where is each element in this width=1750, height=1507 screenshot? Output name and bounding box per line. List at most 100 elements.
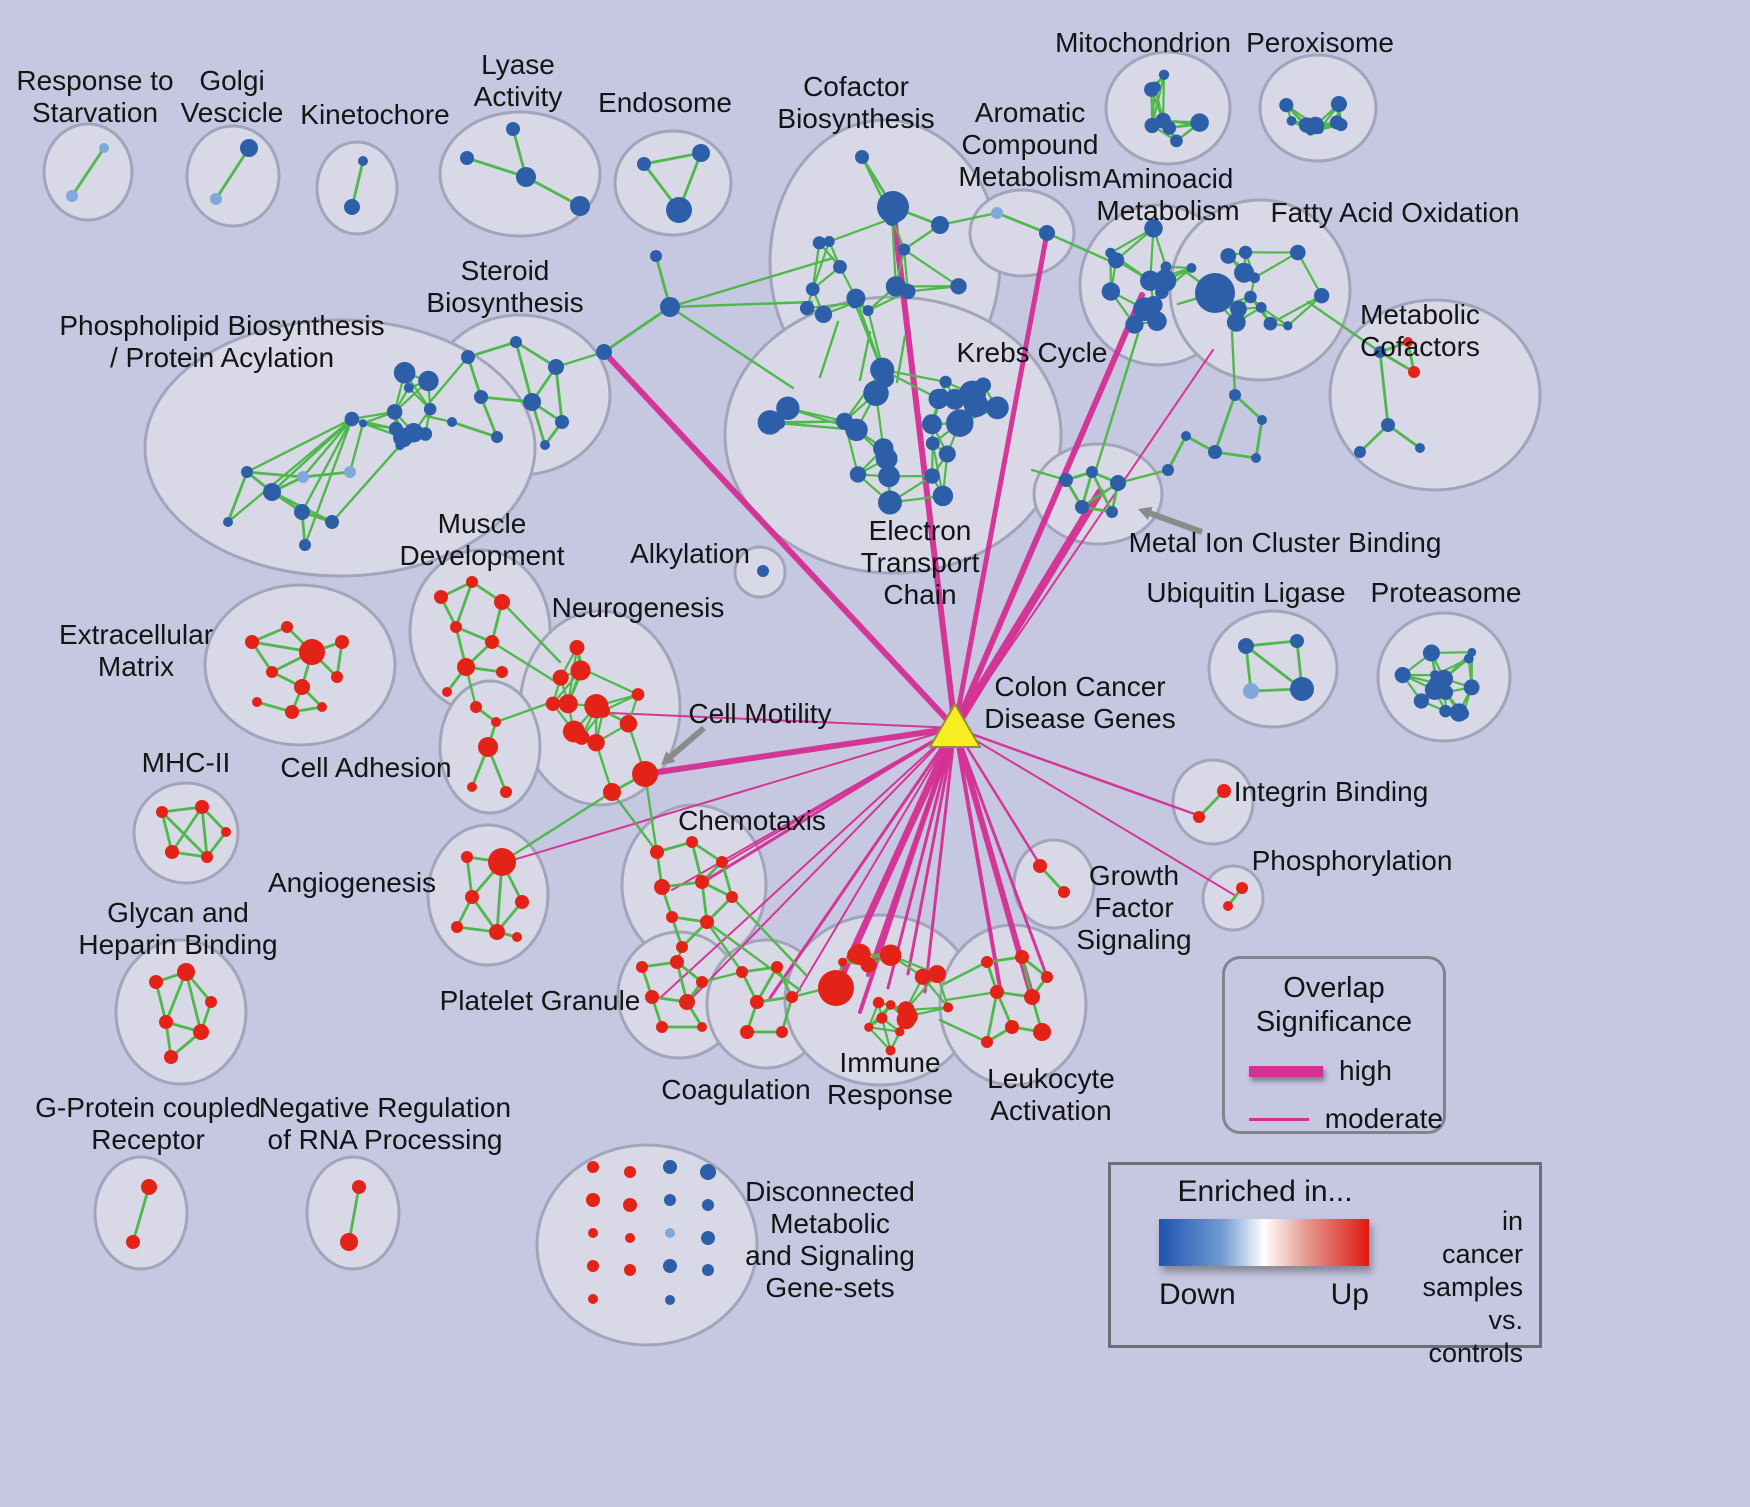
gene-set-node xyxy=(1394,666,1411,684)
gene-set-node xyxy=(1033,1023,1051,1041)
cluster-nodes-muscle-development xyxy=(434,576,510,697)
gene-set-node xyxy=(686,836,698,848)
cluster-nodes-alkylation xyxy=(757,565,769,577)
green-edge xyxy=(184,970,203,1034)
gene-set-node xyxy=(1238,245,1253,259)
gene-set-node xyxy=(1424,679,1445,700)
gene-set-node xyxy=(736,966,748,978)
gene-set-node xyxy=(418,370,439,392)
green-edge xyxy=(301,470,352,479)
green-edge xyxy=(1166,434,1188,472)
gene-set-node xyxy=(562,720,585,743)
gene-set-node xyxy=(1463,679,1480,696)
gene-set-node xyxy=(875,447,898,470)
gene-set-node xyxy=(587,1260,599,1272)
gene-set-node xyxy=(645,990,659,1004)
high-label: high xyxy=(1339,1055,1392,1086)
gene-set-node xyxy=(506,122,520,136)
gene-set-node xyxy=(1181,431,1191,441)
gene-set-node xyxy=(922,414,943,435)
gene-set-node xyxy=(496,666,508,678)
gene-set-node xyxy=(442,687,452,697)
gene-set-node xyxy=(1220,248,1237,264)
gene-set-node xyxy=(814,305,833,324)
enrichment-gradient-bar xyxy=(1159,1219,1369,1266)
gene-set-node xyxy=(403,382,414,393)
green-link xyxy=(610,790,659,854)
gene-set-node xyxy=(540,440,550,450)
gene-set-node xyxy=(1263,316,1278,331)
down-label: Down xyxy=(1159,1278,1236,1311)
green-link xyxy=(942,960,989,986)
gene-set-node xyxy=(1467,647,1477,657)
gene-set-node xyxy=(195,800,209,814)
gene-set-node xyxy=(491,431,503,443)
green-edge xyxy=(780,995,794,1034)
label-coagulation: Coagulation xyxy=(661,1074,810,1105)
cluster-nodes-lyase-activity xyxy=(460,122,590,216)
green-link xyxy=(500,790,614,864)
gene-set-node xyxy=(588,1294,598,1304)
gene-set-node xyxy=(1170,134,1183,148)
gene-set-node xyxy=(855,150,869,164)
green-edge xyxy=(454,580,474,629)
significance-edge xyxy=(642,725,958,777)
cluster-nodes-mhc-ii xyxy=(156,800,231,863)
cluster-nodes-peroxisome xyxy=(1279,95,1348,136)
gene-set-node xyxy=(66,190,78,202)
significance-edge xyxy=(687,727,956,1003)
gene-set-node xyxy=(1154,269,1177,292)
gene-set-node xyxy=(879,944,902,966)
gene-set-node xyxy=(1215,300,1228,312)
significance-edge xyxy=(587,711,956,729)
green-edge xyxy=(479,395,499,439)
label-kinetochore: Kinetochore xyxy=(300,99,449,130)
significance-edge xyxy=(659,727,956,999)
gene-set-node xyxy=(470,701,482,713)
gene-set-node xyxy=(1024,989,1040,1005)
gene-set-node xyxy=(512,932,522,942)
gene-set-node xyxy=(1449,703,1469,722)
gene-set-node xyxy=(488,848,516,876)
gene-set-node xyxy=(466,576,478,588)
gene-set-node xyxy=(624,1264,636,1276)
label-mhc-ii: MHC-II xyxy=(142,747,231,778)
green-link xyxy=(938,1018,989,1044)
gene-set-node xyxy=(569,640,585,656)
gene-set-node xyxy=(870,357,895,382)
green-link xyxy=(700,970,744,984)
green-edge xyxy=(806,301,856,310)
gene-set-node xyxy=(863,380,889,406)
gene-set-node xyxy=(928,965,946,984)
cluster-ellipse-krebs-electron-transport xyxy=(723,295,1063,575)
green-edge xyxy=(1378,350,1390,427)
gene-set-node xyxy=(1075,500,1089,514)
gene-set-node xyxy=(632,761,658,787)
gene-set-node xyxy=(587,1161,599,1173)
gene-set-node xyxy=(223,517,233,527)
green-link xyxy=(1045,231,1114,264)
gene-set-node xyxy=(945,409,974,437)
gene-set-node xyxy=(467,782,477,792)
significance-edges xyxy=(502,205,1237,1014)
gene-set-node xyxy=(358,419,368,428)
gene-set-node xyxy=(776,1026,788,1038)
green-edge xyxy=(524,175,582,208)
gene-set-node xyxy=(1236,882,1248,894)
gene-set-node xyxy=(299,639,325,665)
gene-set-node xyxy=(461,851,473,863)
significance-edge xyxy=(601,349,958,731)
metal-ion-arrow xyxy=(1146,509,1204,535)
gene-set-node xyxy=(252,697,262,707)
gene-set-node xyxy=(877,191,909,223)
green-edge xyxy=(303,417,354,547)
gene-set-node xyxy=(931,216,949,234)
gene-set-node xyxy=(944,388,966,410)
gene-set-node xyxy=(335,635,349,649)
